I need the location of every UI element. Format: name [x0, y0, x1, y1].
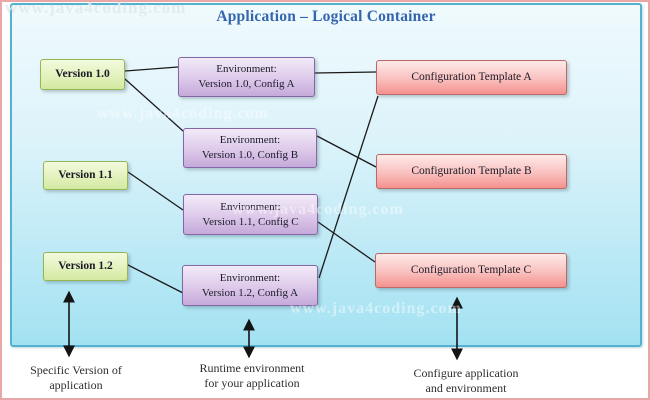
connector-version11-envC: [127, 171, 184, 211]
caption-line: and environment: [425, 381, 507, 395]
configuration-template-b-box: Configuration Template B: [376, 154, 567, 189]
version-1-0-box: Version 1.0: [40, 59, 125, 90]
environment-v12-configA-box: Environment: Version 1.2, Config A: [182, 265, 318, 306]
environment-v10-configA-box: Environment: Version 1.0, Config A: [178, 57, 315, 97]
environment-v11-configC-box: Environment: Version 1.1, Config C: [183, 194, 318, 235]
connector-version10-envA: [124, 66, 179, 72]
environment-detail: Version 1.0, Config B: [201, 149, 299, 161]
version-1-1-box: Version 1.1: [43, 161, 128, 190]
environment-v10-configB-box: Environment: Version 1.0, Config B: [183, 128, 317, 168]
environment-heading: Environment:: [216, 63, 277, 76]
connector-envC-templateC: [317, 221, 376, 263]
caption-line: Specific Version of: [30, 363, 122, 377]
connector-version10-envB: [124, 78, 184, 132]
environment-heading: Environment:: [219, 134, 281, 147]
caption-configure: Configure application and environment: [388, 366, 544, 396]
configuration-template-b-label: Configuration Template B: [411, 164, 532, 177]
version-1-2-box: Version 1.2: [43, 252, 128, 281]
connector-version12-envD: [125, 263, 184, 294]
connector-envD-templateA: [318, 95, 379, 279]
caption-line: for your application: [204, 376, 300, 390]
caption-line: application: [49, 378, 103, 392]
configuration-template-c-label: Configuration Template C: [410, 263, 532, 276]
configuration-template-a-box: Configuration Template A: [376, 60, 567, 95]
caption-line: Configure application: [413, 366, 519, 380]
connector-envB-templateB: [316, 135, 377, 168]
environment-detail: Version 1.0, Config A: [198, 78, 295, 90]
configuration-template-a-label: Configuration Template A: [411, 70, 532, 83]
environment-heading: Environment:: [220, 200, 281, 213]
environment-detail: Version 1.2, Config A: [201, 286, 299, 299]
version-1-2-label: Version 1.2: [58, 259, 113, 272]
caption-specific-version: Specific Version of application: [2, 363, 152, 393]
caption-line: Runtime environment: [199, 361, 305, 375]
caption-runtime-environment: Runtime environment for your application: [174, 361, 330, 391]
environment-heading: Environment:: [219, 271, 281, 284]
diagram-title: Application – Logical Container: [216, 8, 436, 25]
version-1-1-label: Version 1.1: [58, 168, 113, 181]
environment-detail: Version 1.1, Config C: [202, 215, 299, 228]
connector-envA-templateA: [314, 71, 377, 74]
configuration-template-c-box: Configuration Template C: [375, 253, 567, 288]
version-1-0-label: Version 1.0: [55, 67, 110, 80]
